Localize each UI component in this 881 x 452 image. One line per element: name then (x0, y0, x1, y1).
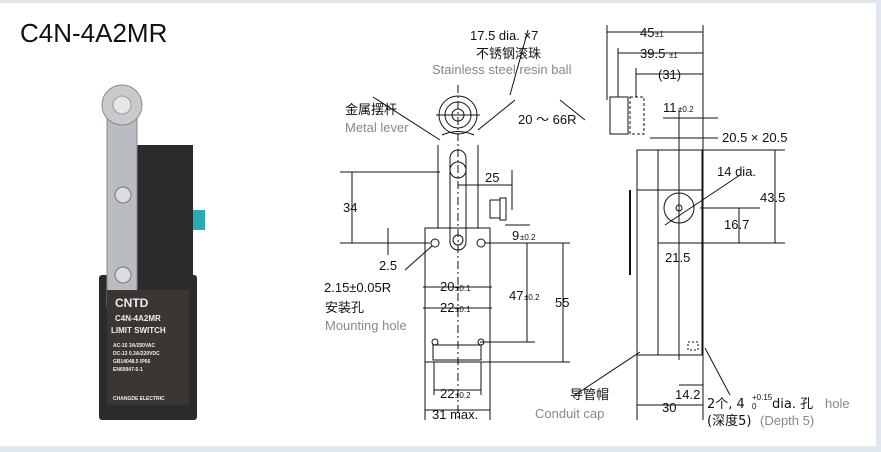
dim-30: 30 (662, 400, 676, 415)
holes-en: hole (825, 396, 850, 411)
depth-cn: (深度5) (707, 413, 751, 429)
label-brand: CNTD (115, 296, 149, 310)
dim-22b: 22 (440, 386, 454, 401)
dim-47-tol: ±0.2 (524, 293, 540, 302)
roller-cn: 不锈钢滚珠 (476, 46, 541, 62)
label-type: LIMIT SWITCH (111, 326, 166, 335)
dim-22b-tol: ±0.2 (455, 391, 471, 400)
label-model: C4N-4A2MR (115, 314, 161, 323)
lever-radius: 20 ～ 66R (518, 112, 577, 127)
product-photo: CNTD C4N-4A2MR LIMIT SWITCH AC-15 3A/250… (99, 84, 205, 420)
dim-square: 20.5 × 20.5 (722, 130, 787, 145)
dim-25: 25 (485, 170, 499, 185)
dim-34: 34 (343, 200, 357, 215)
lever-screw (114, 186, 132, 204)
dim-22: 22 (440, 300, 454, 315)
dim-31-max: 31 max. (432, 407, 478, 422)
dim-39-5-tol: ±1 (669, 51, 678, 60)
dim-43-5: 43.5 (760, 190, 785, 205)
nameplate (107, 290, 189, 405)
dim-47: 47 (509, 288, 523, 303)
dim-11: 11 (663, 100, 677, 115)
dim-11-tol: ±0.2 (678, 105, 694, 114)
reset-button (193, 210, 205, 230)
dim-14-2: 14.2 (675, 387, 700, 402)
label-line: GB14048.5 IP66 (113, 359, 150, 365)
dim-45: 45 (640, 25, 654, 40)
lever-cn: 金属摆杆 (345, 102, 397, 118)
holes-dia: dia. 孔 (772, 397, 813, 412)
dim-21-5: 21.5 (665, 250, 690, 265)
roller-en: Stainless steel resin ball (432, 62, 572, 77)
lever-en: Metal lever (345, 120, 409, 135)
depth-en: (Depth 5) (760, 413, 814, 428)
dim-9-tol: ±0.2 (520, 233, 536, 242)
holes-tol-upper: +0.15 (752, 393, 773, 402)
dim-20: 20 (440, 279, 454, 294)
dim-39-5: 39.5 (640, 46, 665, 61)
dim-9: 9 (512, 228, 519, 243)
label-line: EN60947-5-1 (113, 367, 143, 373)
dia-14: 14 dia. (717, 164, 756, 179)
product-title: C4N-4A2MR (20, 18, 168, 48)
dim-55: 55 (555, 295, 569, 310)
dim-22-tol: ±0.1 (455, 305, 471, 314)
cap-cn: 导管帽 (570, 387, 609, 403)
roller-hub (112, 95, 132, 115)
hole-en: Mounting hole (325, 318, 407, 333)
label-line: DC-13 0.3A/220VDC (113, 351, 160, 357)
holes-count: 2个, 4 (707, 397, 745, 412)
dim-2-5: 2.5 (379, 258, 397, 273)
cap-en: Conduit cap (535, 406, 604, 421)
holes-tol-lower: 0 (752, 402, 757, 411)
label-line: AC-15 3A/250VAC (113, 343, 156, 349)
dim-31: (31) (658, 67, 681, 82)
lever-screw (114, 266, 132, 284)
front-view (340, 29, 586, 420)
dim-45-tol: ±1 (655, 30, 664, 39)
dim-20-tol: ±0.1 (455, 284, 471, 293)
label-maker: CHANGDE ELECTRIC (113, 396, 165, 402)
dim-16-7: 16.7 (724, 217, 749, 232)
side-view (574, 25, 785, 420)
hole-cn: 安装孔 (325, 301, 364, 316)
roller-dia: 17.5 dia. ×7 (470, 28, 538, 43)
hole-radius: 2.15±0.05R (324, 280, 391, 295)
